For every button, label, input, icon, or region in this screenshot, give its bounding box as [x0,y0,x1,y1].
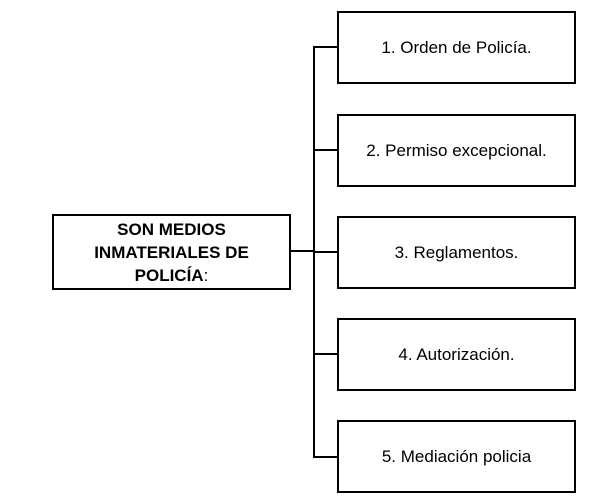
root-line-1: SON MEDIOS [117,219,226,239]
root-suffix: : [203,265,209,285]
branch-line-1 [313,46,337,48]
branch-line-3 [313,251,337,253]
item-label-4: 4. Autorización. [398,344,515,364]
item-node-1: 1. Orden de Policía. [337,11,576,84]
root-node: SON MEDIOS INMATERIALES DE POLICÍA: [52,214,291,290]
branch-line-5 [313,456,337,458]
item-node-4: 4. Autorización. [337,318,576,391]
item-node-3: 3. Reglamentos. [337,216,576,289]
item-label-5: 5. Mediación policia [381,446,532,466]
root-node-text: SON MEDIOS INMATERIALES DE POLICÍA: [94,218,249,287]
root-connector-line [291,250,314,252]
root-line-3: POLICÍA [134,265,204,285]
item-label-3: 3. Reglamentos. [394,242,519,262]
item-label-1: 1. Orden de Policía. [381,37,532,57]
branch-line-2 [313,149,337,151]
item-node-5: 5. Mediación policia [337,420,576,493]
item-label-2: 2. Permiso excepcional. [366,140,547,160]
item-node-2: 2. Permiso excepcional. [337,114,576,187]
root-line-2: INMATERIALES DE [94,242,249,262]
branch-line-4 [313,353,337,355]
